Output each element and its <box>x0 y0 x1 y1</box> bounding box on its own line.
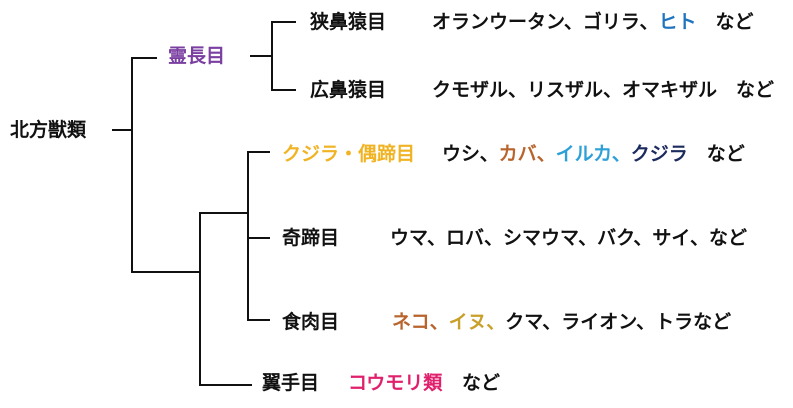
cetartiodactyla-examples: ウシ、カバ、イルカ、クジラ など <box>442 142 745 166</box>
perissodactyla-examples: ウマ、ロバ、シマウマ、バク、サイ、など <box>390 226 747 250</box>
catarrhini-label: 狭鼻猿目 <box>310 11 387 33</box>
perissodactyla-label: 奇蹄目 <box>282 227 340 249</box>
primates-branch <box>250 21 296 91</box>
carnivora-examples: ネコ、イヌ、クマ、ライオン、トラなど <box>392 310 731 334</box>
example-segment: イルカ、 <box>555 143 631 165</box>
chiroptera-suffix: など <box>462 372 501 394</box>
example-segment: ネコ、 <box>392 311 449 333</box>
platyrrhini-examples: クモザル、リスザル、オマキザル など <box>432 78 774 102</box>
example-segment: クジラ <box>630 143 688 165</box>
platyrrhini-label: 広鼻猿目 <box>310 79 387 101</box>
example-segment: クマ、ライオン、トラなど <box>505 311 732 333</box>
root-branch <box>112 57 200 273</box>
carnivora-label: 食肉目 <box>282 311 340 333</box>
example-segment: など <box>696 11 754 33</box>
example-segment: など <box>687 143 745 165</box>
catarrhini-examples: オランウータン、ゴリラ、ヒト など <box>432 10 754 34</box>
example-segment: イヌ、 <box>448 311 506 333</box>
example-segment: ウマ、ロバ、シマウマ、バク、サイ、など <box>390 227 748 249</box>
root-label: 北方獣類 <box>10 119 87 141</box>
example-segment: クモザル、リスザル、オマキザル など <box>432 79 775 101</box>
example-segment: ヒト <box>658 11 697 33</box>
example-segment: オランウータン、ゴリラ、 <box>432 11 659 33</box>
example-segment: ウシ、 <box>442 143 499 165</box>
chiroptera-label: 翼手目 <box>262 372 320 394</box>
laurasia-branch <box>199 212 252 386</box>
ungulate-carnivore-branch <box>247 151 270 321</box>
cetartiodactyla-label: クジラ・偶蹄目 <box>282 143 416 165</box>
example-segment: カバ、 <box>498 143 556 165</box>
chiroptera-example: コウモリ類 <box>348 372 443 394</box>
primates-label: 霊長目 <box>168 45 226 67</box>
